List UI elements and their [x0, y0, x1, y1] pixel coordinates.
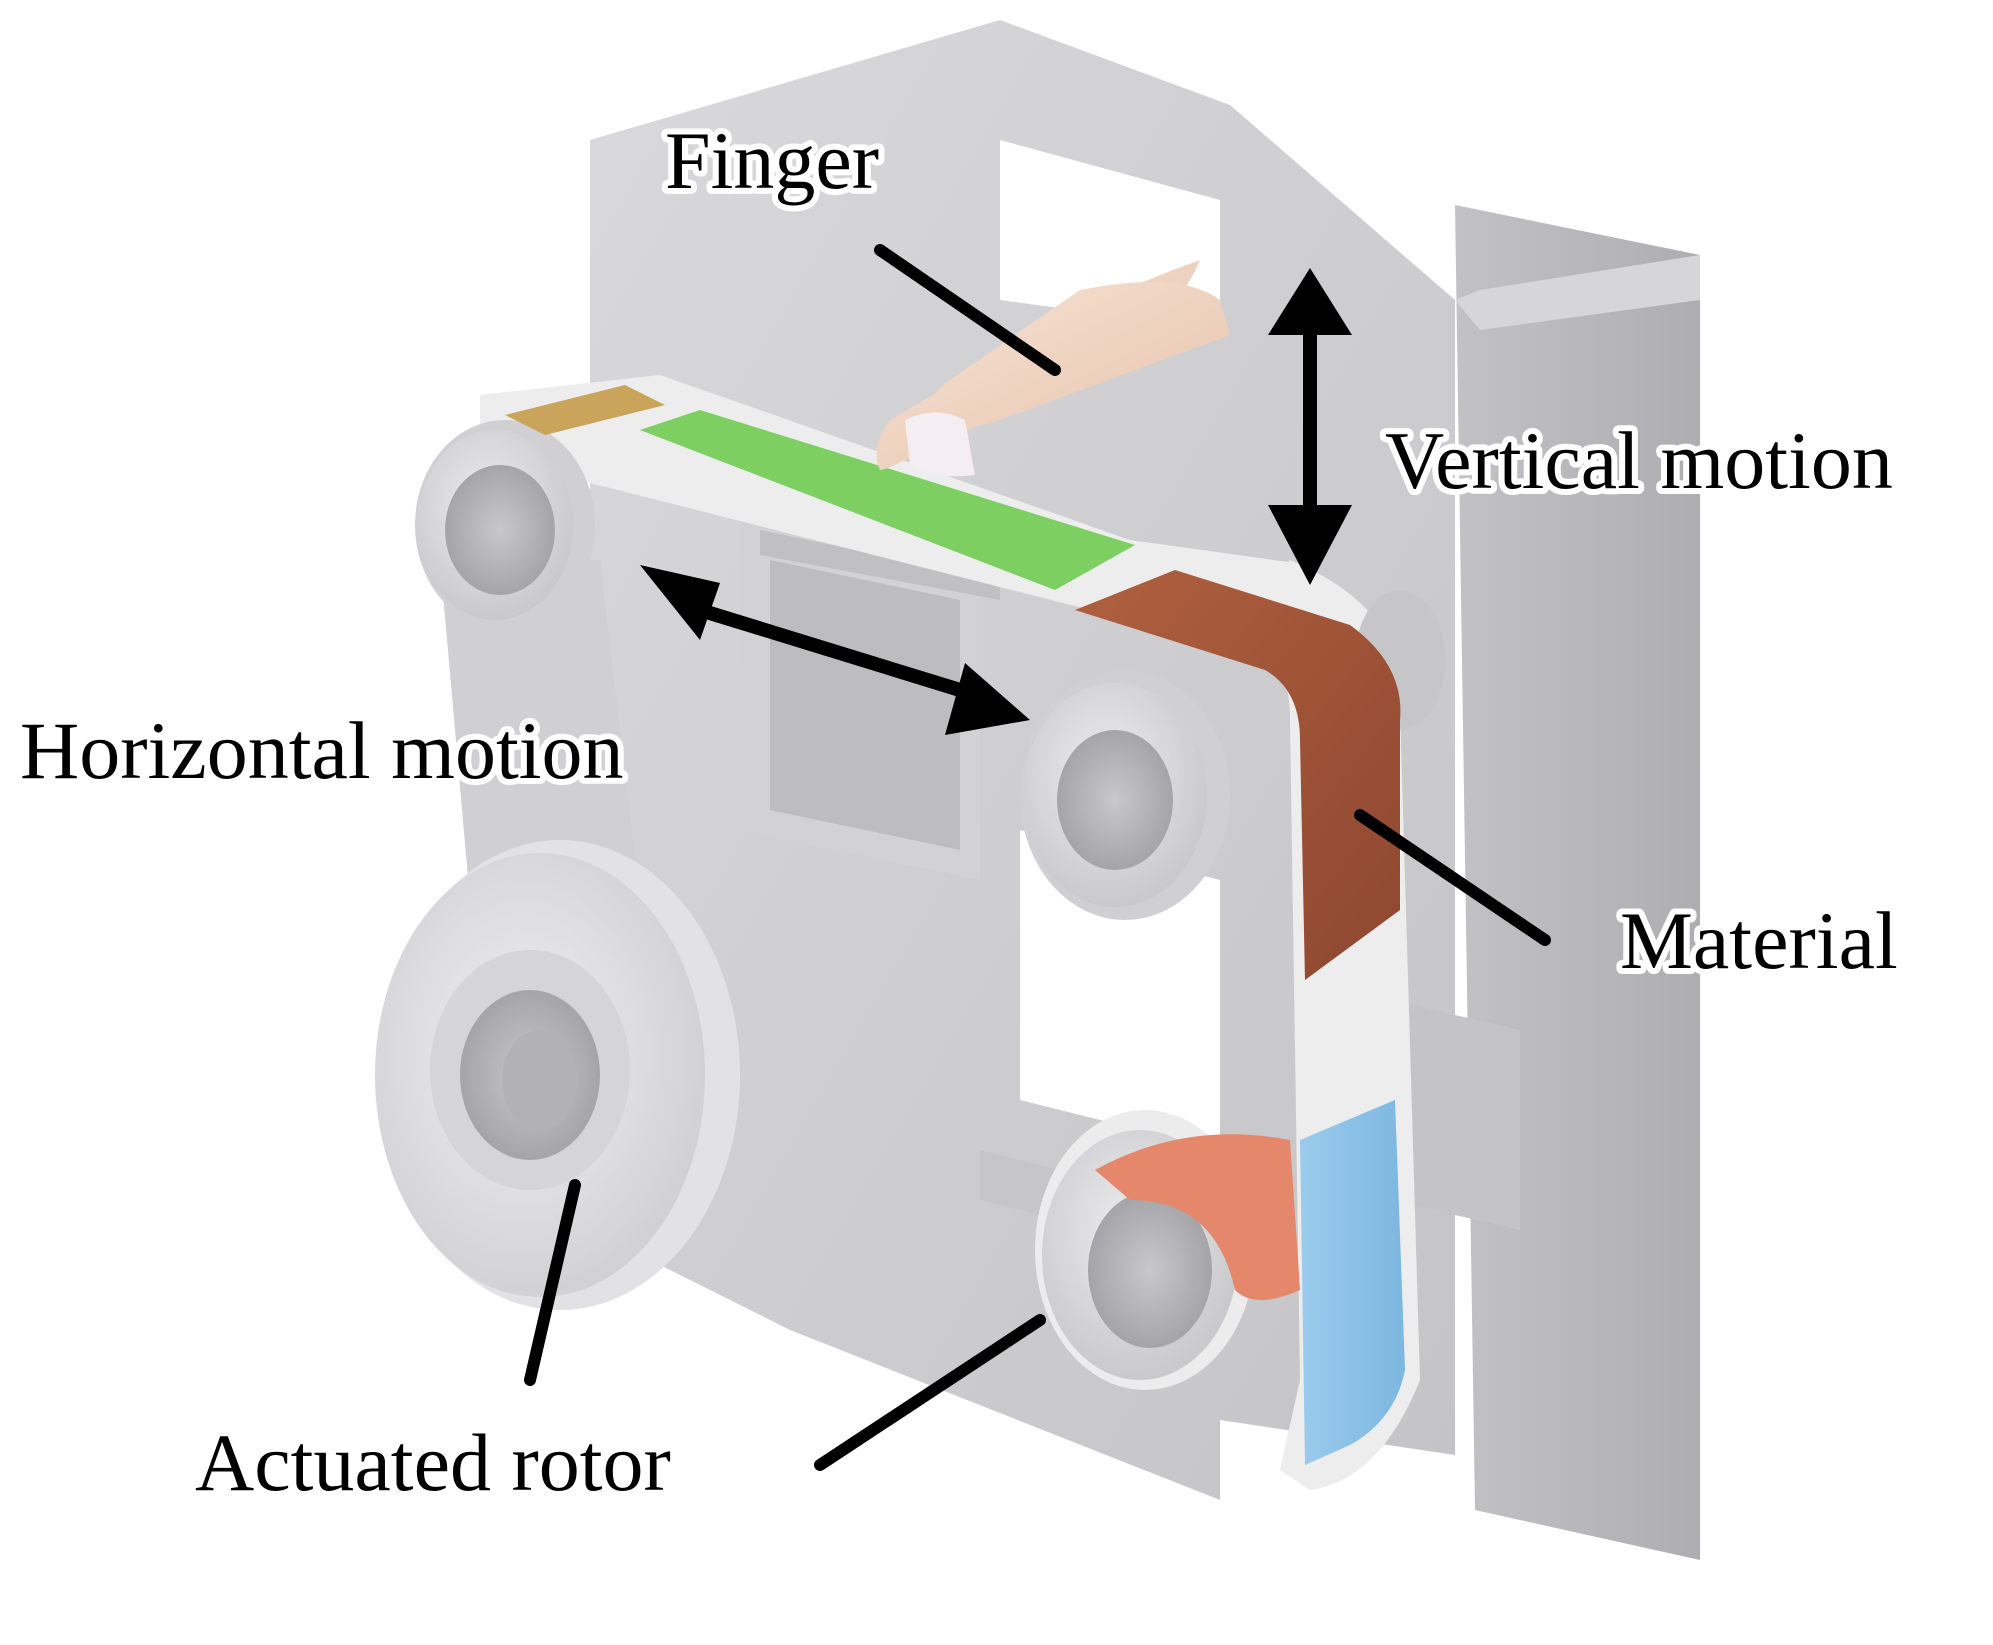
material-leader-line: [1354, 809, 1551, 946]
horizontal-motion-arrow: [640, 565, 1030, 735]
top-left-pulley: [415, 420, 595, 630]
material-patch-blue: [1300, 1100, 1405, 1465]
label-material: Material: [1620, 895, 1898, 986]
fingernail: [905, 412, 975, 477]
rotor-leader-line: [524, 1179, 581, 1386]
material-patch-gold: [505, 385, 665, 435]
material-patches: [505, 385, 1405, 1465]
material-patch-salmon: [1095, 1134, 1300, 1300]
right-pulley: [1020, 590, 1445, 920]
label-actuated-rotor: Actuated rotor: [195, 1417, 671, 1508]
rotor-leader-line-2: [814, 1314, 1046, 1471]
label-vertical-motion: Vertical motion: [1385, 415, 1893, 506]
finger-leader-line: [874, 244, 1061, 376]
actuated-rotor: [375, 840, 740, 1310]
vertical-motion-arrow: [1268, 268, 1352, 585]
material-patch-brown: [1075, 570, 1401, 980]
label-finger: Finger: [665, 115, 879, 206]
material-patch-green: [640, 410, 1135, 590]
label-horizontal-motion: Horizontal motion: [20, 705, 624, 796]
